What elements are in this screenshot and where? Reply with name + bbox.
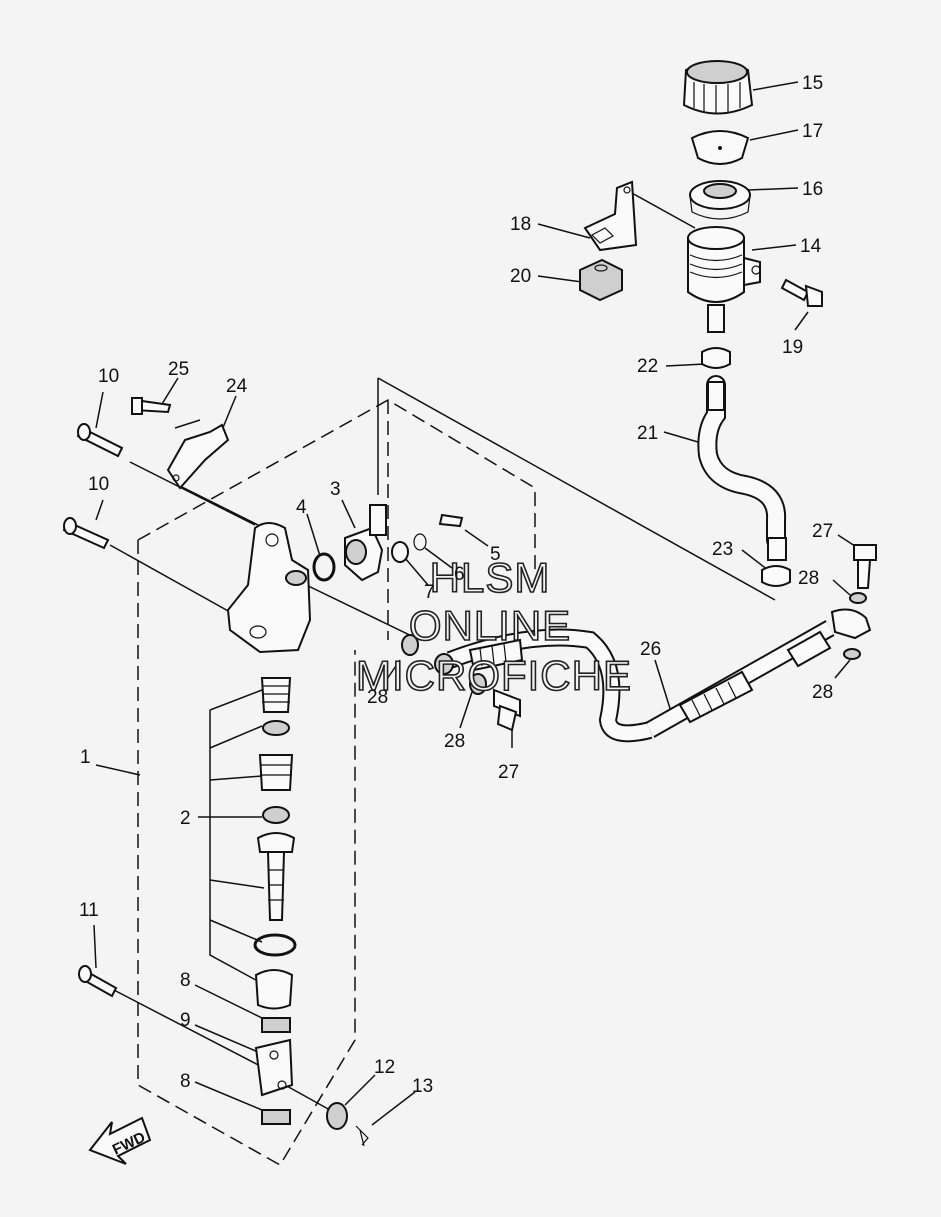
callout: 28 xyxy=(367,687,388,708)
reservoir-bolt xyxy=(780,278,823,307)
brake-hose xyxy=(434,608,872,743)
piston-kit xyxy=(253,677,297,1010)
callout: 16 xyxy=(802,179,823,200)
callout: 13 xyxy=(412,1076,433,1097)
callout: 2 xyxy=(180,808,191,829)
watermark-line-1: HLSM xyxy=(430,554,551,601)
reservoir-tank xyxy=(687,226,761,333)
callout: 18 xyxy=(510,214,531,235)
mounting-bolt-upper xyxy=(76,423,124,458)
plain-washer xyxy=(326,1102,348,1130)
joint-washer-and-clip xyxy=(391,513,464,563)
callout: 22 xyxy=(637,356,658,377)
callout: 25 xyxy=(168,359,189,380)
callout: 21 xyxy=(637,423,658,444)
watermark: HLSM ONLINE MICROFICHE xyxy=(355,553,632,700)
callout: 12 xyxy=(374,1057,395,1078)
callout: 1 xyxy=(80,747,91,768)
callout: 24 xyxy=(226,376,248,397)
callout: 15 xyxy=(802,73,823,94)
mounting-bolt-lower xyxy=(62,517,110,550)
callout: 10 xyxy=(88,474,109,495)
callout: 20 xyxy=(510,266,531,287)
reservoir-cap xyxy=(682,60,754,115)
callout: 14 xyxy=(800,236,822,257)
callout: 5 xyxy=(490,544,501,565)
callout: 8 xyxy=(180,1071,191,1092)
fwd-arrow: FWD xyxy=(88,1116,152,1165)
union-bolts-and-washers xyxy=(401,544,877,732)
hose-clip-upper xyxy=(701,347,731,369)
watermark-line-3: MICROFICHE xyxy=(356,652,632,699)
callout: 17 xyxy=(802,121,823,142)
clevis-pin xyxy=(78,965,118,998)
hose-clip-lower xyxy=(761,565,791,587)
o-ring xyxy=(312,552,336,582)
callout: 27 xyxy=(812,521,833,542)
callout: 23 xyxy=(712,539,733,560)
callout: 8 xyxy=(180,970,191,991)
cotter-pin xyxy=(355,1125,369,1147)
callout: 6 xyxy=(454,564,465,585)
push-rod-nut xyxy=(261,1017,291,1125)
callout: 27 xyxy=(498,762,519,783)
callout: 10 xyxy=(98,366,119,387)
clevis xyxy=(254,1038,294,1097)
callout: 28 xyxy=(812,682,833,703)
callout-labels: 1 2 3 4 5 6 7 8 8 9 10 10 11 12 13 14 15… xyxy=(79,73,833,1097)
master-cylinder-body xyxy=(226,522,312,654)
callout: 11 xyxy=(79,900,99,921)
assembly-outline xyxy=(137,399,536,1167)
watermark-line-2: ONLINE xyxy=(409,602,571,649)
reservoir-hose xyxy=(697,375,787,561)
diaphragm-plate xyxy=(690,130,750,165)
small-bolt xyxy=(131,397,172,415)
reservoir-bracket xyxy=(583,180,638,252)
hose-joint xyxy=(344,504,387,582)
callout: 19 xyxy=(782,337,803,358)
callout: 7 xyxy=(424,582,435,603)
callout: 26 xyxy=(640,639,661,660)
hose-guide-bracket xyxy=(166,423,230,490)
connection-lines xyxy=(93,81,859,1126)
callout: 28 xyxy=(798,568,819,589)
callout: 3 xyxy=(330,479,341,500)
diaphragm xyxy=(689,180,751,220)
callout: 9 xyxy=(180,1010,191,1031)
callout: 4 xyxy=(296,497,307,518)
rubber-damper xyxy=(579,258,623,302)
callout: 28 xyxy=(444,731,465,752)
